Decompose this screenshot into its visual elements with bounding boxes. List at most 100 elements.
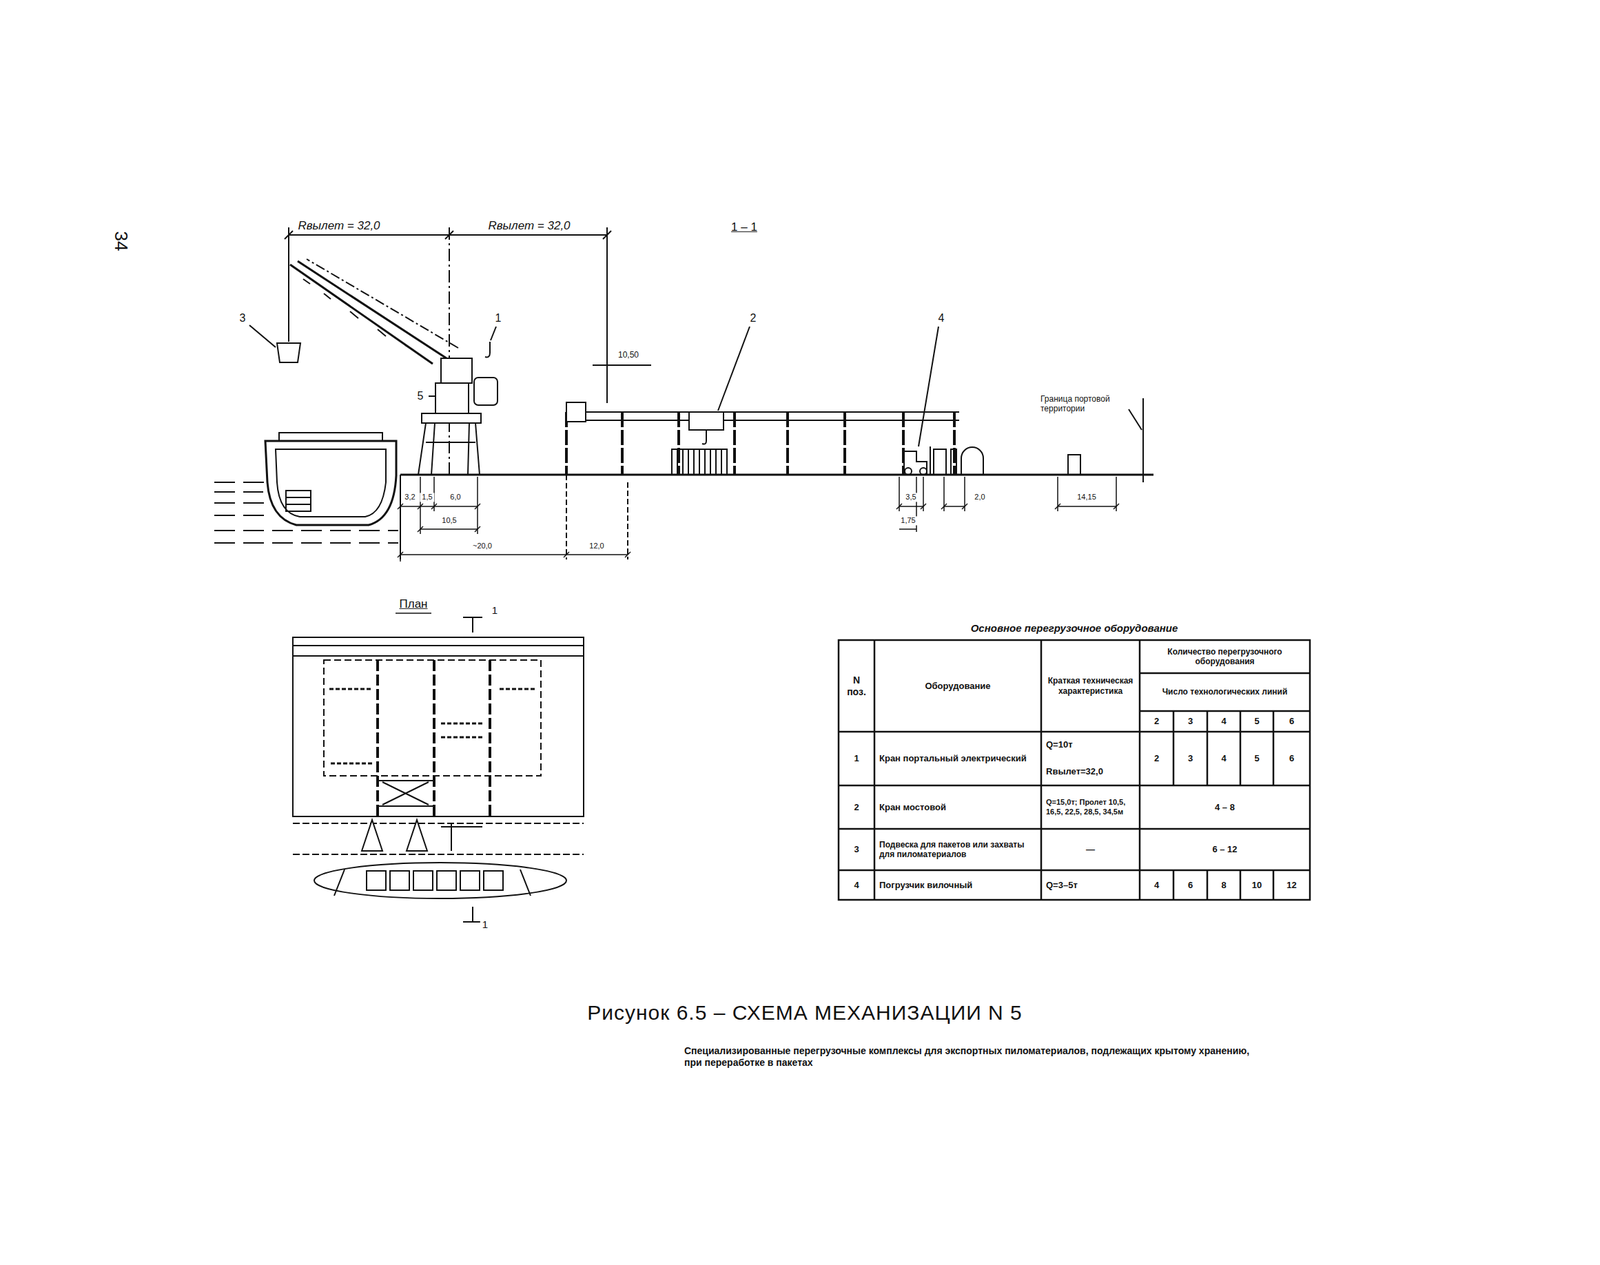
drawing-line <box>919 467 927 475</box>
dimension: 3,5 <box>903 492 918 502</box>
section-mark: 1 <box>489 604 500 617</box>
table-cell: 2 <box>840 787 873 827</box>
drawing-line <box>421 413 481 424</box>
drawing-line <box>899 476 965 532</box>
table-header: Оборудование <box>876 642 1040 730</box>
drawing-line <box>485 341 490 357</box>
drawing-line <box>288 265 290 342</box>
table-cell: 6 <box>1275 733 1308 784</box>
table-header: 5 <box>1242 713 1272 730</box>
dimension-lines <box>284 227 652 475</box>
drawing-line <box>1068 454 1081 475</box>
bottom-dimensions <box>397 476 1120 562</box>
drawing-line <box>288 227 608 404</box>
table-cell: Q=10т <box>1043 733 1138 756</box>
section-mark: 1 <box>480 918 490 931</box>
table-cell: 12 <box>1275 872 1308 898</box>
table-cell: Q=3–5т <box>1043 872 1138 898</box>
table-cell: 6 <box>1175 872 1206 898</box>
table-cell: — <box>1043 831 1138 869</box>
drawing-line <box>395 612 432 614</box>
drawing-line <box>306 259 459 348</box>
table-cell: Q=15,0т; Пролет 10,5, 16,5, 22,5, 28,5, … <box>1043 787 1138 827</box>
table-header: Краткая техническая характеристика <box>1043 642 1138 730</box>
table-cell: 1 <box>840 733 873 784</box>
drawing-line <box>918 326 939 447</box>
drawing-line <box>400 474 1154 477</box>
drawing-line <box>400 506 628 555</box>
drawing-line <box>904 467 912 475</box>
table-title: Основное перегрузочное оборудование <box>968 622 1181 635</box>
table-header: 4 <box>1209 713 1239 730</box>
table-header: 2 <box>1141 713 1172 730</box>
section-label: 1 – 1 <box>729 220 760 235</box>
plan-view <box>292 613 584 922</box>
dimension: 1,75 <box>898 516 918 526</box>
drawing-line <box>440 358 473 384</box>
table-cell: 3 <box>1175 733 1206 784</box>
drawing-line <box>285 497 311 505</box>
drawing-line <box>292 823 584 855</box>
table-cell: 4 <box>1209 733 1239 784</box>
drawing-line <box>323 660 541 776</box>
drawing-line <box>285 490 311 512</box>
dimension: ~20,0 <box>470 541 495 551</box>
drawing-line <box>933 449 947 475</box>
drawing-line <box>1057 476 1117 512</box>
table-cell: Погрузчик вилочный <box>876 872 1040 898</box>
dimension: 14,15 <box>1074 492 1099 502</box>
table-cell: Rвылет=32,0 <box>1043 760 1138 784</box>
drawing-line <box>463 617 483 922</box>
figure-caption: Рисунок 6.5 – СХЕМА МЕХАНИЗАЦИИ N 5 <box>587 1000 1023 1026</box>
table-cell: Подвеска для пакетов или захваты для пил… <box>876 831 1040 869</box>
callout-number: 2 <box>748 311 759 325</box>
table-header: Количество перегрузочного оборудования <box>1141 642 1308 672</box>
table-header: 6 <box>1275 713 1308 730</box>
callout-number: 3 <box>237 311 249 325</box>
drawing-line <box>435 383 469 415</box>
drawing-line <box>265 440 397 526</box>
drawing-line <box>249 325 276 348</box>
drawing-line <box>361 819 428 851</box>
drawing-line <box>290 261 447 364</box>
drawing-line <box>689 412 724 430</box>
drawing-line <box>1128 409 1142 430</box>
callout-number: 5 <box>415 389 426 403</box>
drawing-line <box>566 412 960 421</box>
dimension: 3,2 <box>402 492 417 502</box>
drawing-line <box>400 476 478 562</box>
drawing-line <box>448 227 450 475</box>
table-cell: 6 – 12 <box>1141 831 1308 869</box>
boundary-note: Граница портовой территории <box>1038 394 1128 415</box>
dimension: 1,5 <box>419 492 435 502</box>
drawing-line <box>275 449 386 517</box>
dimension: 12,0 <box>587 541 606 551</box>
drawing-line <box>718 326 750 411</box>
drawing-line <box>292 645 584 656</box>
drawing-line <box>838 640 1310 900</box>
table-cell: 10 <box>1242 872 1272 898</box>
drawing-line <box>904 446 931 475</box>
view-label: План <box>397 597 430 612</box>
drawing-line <box>377 780 435 807</box>
section-view <box>214 227 1154 562</box>
drawing-line <box>292 637 584 817</box>
subtitle-note: Специализированные перегрузочные комплек… <box>682 1045 1255 1069</box>
drawing-line <box>366 870 504 891</box>
table-cell: 4 – 8 <box>1141 787 1308 827</box>
drawing-line <box>896 503 1120 510</box>
drawing-line <box>702 429 707 445</box>
drawing-line <box>677 449 722 475</box>
drawing-line <box>329 689 537 764</box>
dimension: 10,50 <box>616 350 641 360</box>
drawing-line <box>214 482 399 543</box>
table-cell: 3 <box>840 831 873 869</box>
dimension: 10,5 <box>439 516 459 526</box>
table-cell: 4 <box>1141 872 1172 898</box>
dimension: 6,0 <box>447 492 463 502</box>
drawing-line <box>566 402 586 422</box>
dimension: 2,0 <box>972 492 987 502</box>
drawing-line <box>334 869 531 896</box>
